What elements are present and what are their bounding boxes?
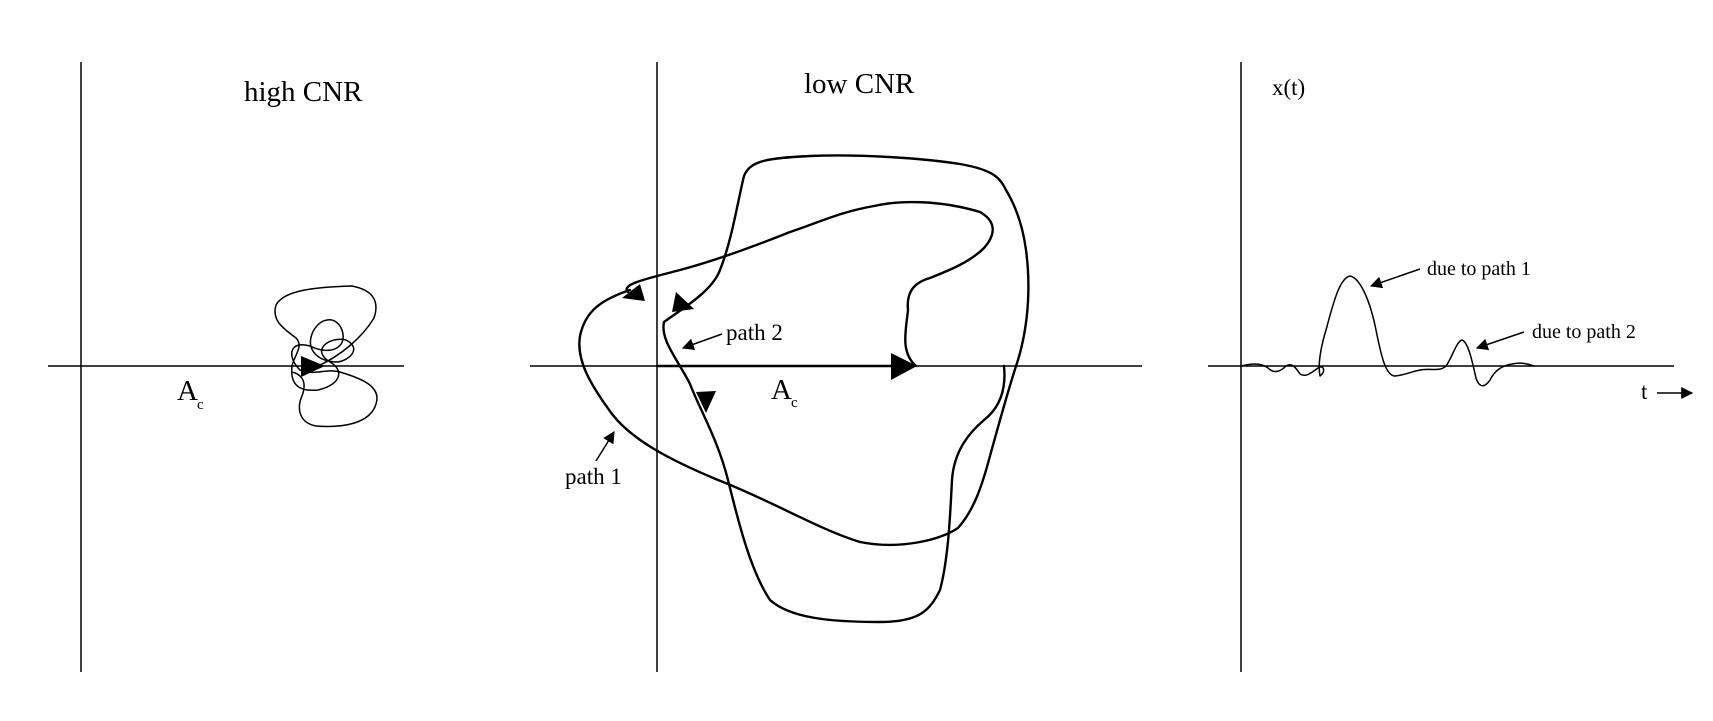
high-cnr-title: high CNR: [244, 76, 363, 108]
svg-text:A: A: [177, 375, 198, 407]
path-2-arrowhead-upper: [672, 292, 694, 312]
svg-text:A: A: [771, 374, 792, 406]
high-cnr-ac-label: A c: [177, 375, 204, 413]
high-cnr-phasor-arrowhead: [301, 356, 325, 377]
output-y-axis-label: x(t): [1272, 75, 1305, 100]
low-cnr-panel: low CNR A c path 2 path 1: [530, 62, 1142, 672]
path-2-trajectory: [662, 154, 1008, 624]
path-1-return: [578, 188, 1030, 547]
output-waveform: [1240, 275, 1535, 387]
path-2-pointer: [681, 333, 723, 350]
svg-text:t: t: [1641, 379, 1648, 404]
output-t-axis-label: t: [1641, 379, 1694, 404]
path-1-pointer: [595, 430, 615, 462]
high-cnr-panel: high CNR A c: [48, 62, 404, 672]
high-cnr-noise-path: [274, 285, 378, 428]
svg-text:c: c: [791, 395, 798, 411]
low-cnr-ac-label: A c: [771, 374, 798, 411]
low-cnr-phasor-arrowhead: [891, 353, 917, 380]
peak-1-label: due to path 1: [1427, 258, 1531, 280]
output-panel: x(t) t due to path 1 due to path 2: [1208, 62, 1694, 672]
path-1-arrowhead: [622, 284, 645, 301]
path-1-trajectory: [625, 200, 994, 368]
path-1-label: path 1: [565, 464, 622, 489]
svg-text:c: c: [197, 397, 204, 413]
low-cnr-title: low CNR: [804, 68, 915, 100]
path-2-label: path 2: [726, 320, 783, 345]
peak-2-pointer: [1475, 331, 1525, 351]
peak-1-pointer: [1369, 268, 1421, 289]
path-2-arrowhead-lower: [696, 391, 716, 413]
peak-2-label: due to path 2: [1532, 321, 1636, 343]
